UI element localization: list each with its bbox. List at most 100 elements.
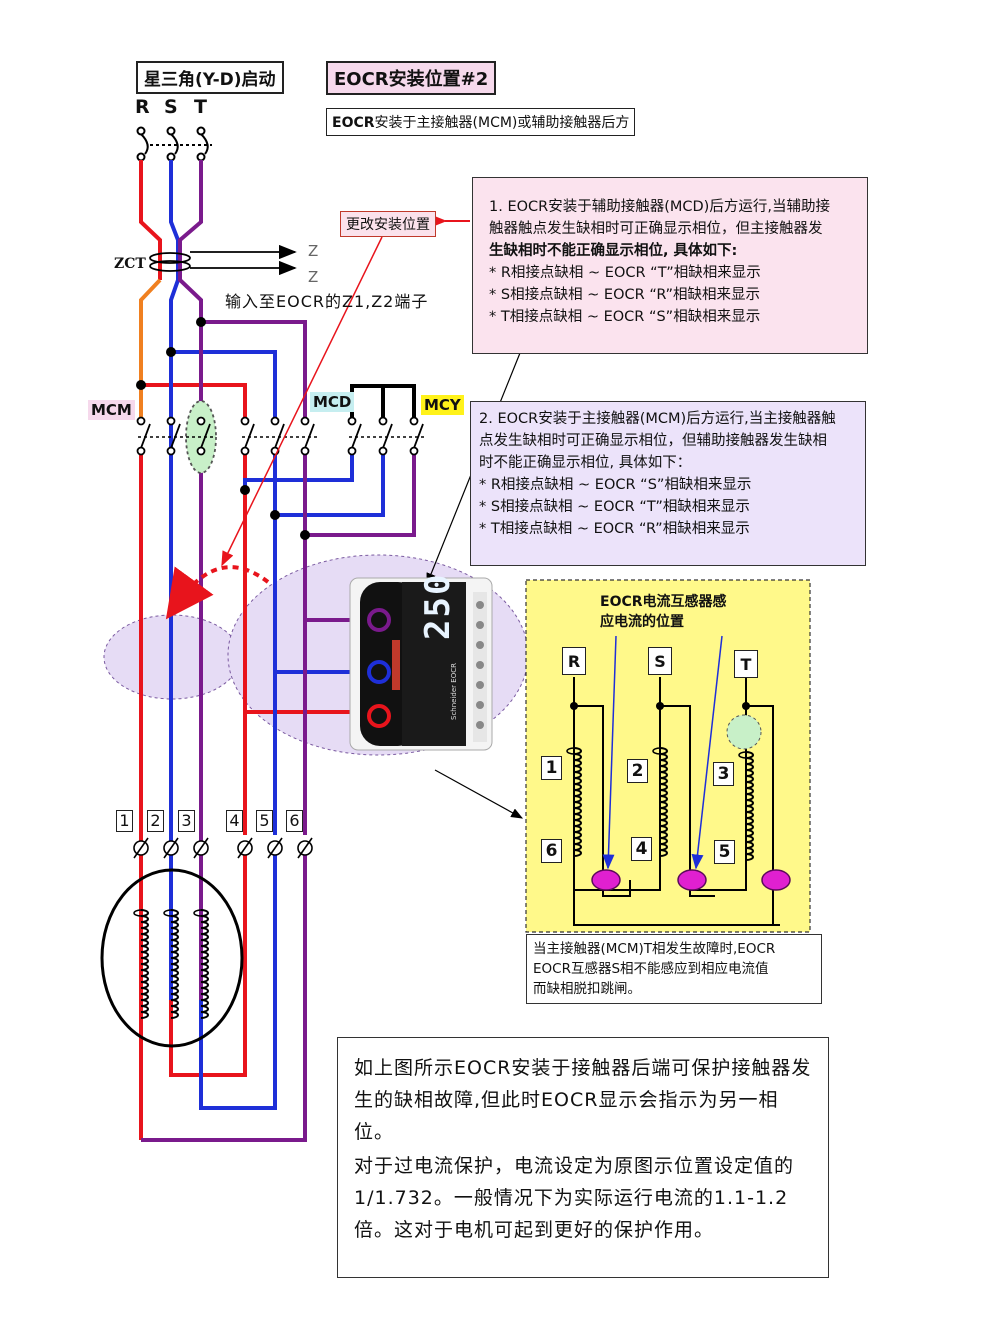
z1-label: Z: [308, 242, 319, 260]
contact-terminal: [300, 416, 310, 426]
title-eocr-position: EOCR安装位置#2: [326, 61, 497, 95]
contactors: [136, 400, 426, 474]
zct-label: ZCT: [114, 256, 146, 272]
ct-coil: [738, 751, 754, 759]
contact-terminal: [196, 446, 206, 456]
note1-line: * R相接点缺相 ~ EOCR “T”相缺相来显示: [489, 265, 761, 281]
contact-terminal: [409, 416, 419, 426]
contact-blade: [351, 423, 362, 449]
fault-line: 而缺相脱扣跳闸。: [533, 981, 641, 997]
contact-terminal: [166, 446, 176, 456]
info-box: 如上图所示EOCR安装于接触器后端可保护接触器发生的缺相故障,但此时EOCR显示…: [337, 1037, 829, 1278]
relocate-dotted-arrow: [165, 565, 270, 620]
note2-line: * S相接点缺相 ~ EOCR “T”相缺相来显示: [479, 499, 750, 515]
subtitle-rest: 安装于主接触器(MCM)或辅助接触器后方: [374, 115, 630, 131]
note2-line: * T相接点缺相 ~ EOCR “R”相缺相来显示: [479, 521, 750, 537]
terminal-number: 6: [286, 810, 303, 832]
note1-line: 1. EOCR安装于辅助接触器(MCD)后方运行,当辅助接: [489, 199, 830, 215]
note2-line: * R相接点缺相 ~ EOCR “S”相缺相来显示: [479, 477, 752, 493]
contact-blade: [304, 423, 315, 449]
contact-blade: [382, 423, 393, 449]
motor-outline: [100, 868, 244, 1048]
note1-line: 生缺相时不能正确显示相位, 具体如下:: [489, 243, 738, 259]
info-para2: 对于过电流保护，电流设定为原图示位置设定值的1/1.732。一般情况下为实际运行…: [354, 1155, 795, 1241]
zct-input-note: 输入至EOCR的Z1,Z2端子: [225, 292, 429, 311]
coil-number: 2: [627, 759, 648, 783]
note1-line: * S相接点缺相 ~ EOCR “R”相缺相来显示: [489, 287, 761, 303]
main-switch: [136, 126, 212, 162]
contact-blade: [413, 423, 424, 449]
terminal-number: 2: [147, 810, 164, 832]
phase-label-t: T: [194, 96, 207, 118]
contact-blade: [244, 423, 255, 449]
contact-blade: [170, 423, 181, 449]
title-ystart: 星三角(Y-D)启动: [136, 61, 284, 94]
ct-coil: [566, 747, 582, 755]
coil-number: 6: [541, 839, 562, 863]
terminal-block: [133, 837, 313, 859]
terminal-number: 1: [116, 810, 133, 832]
contact-terminal: [166, 416, 176, 426]
note2-line: 时不能正确显示相位, 具体如下：: [479, 455, 692, 471]
contact-terminal: [378, 446, 388, 456]
contact-terminal: [196, 416, 206, 426]
contact-blade: [140, 423, 151, 449]
contact-terminal: [300, 446, 310, 456]
fault-note: 当主接触器(MCM)T相发生故障时,EOCR EOCR互感器S相不能感应到相应电…: [526, 934, 822, 1004]
note1-line: 触器触点发生缺相时可正确显示相位，但主接触器发: [489, 221, 823, 237]
eocr-brand: Schneider EOCR: [450, 663, 458, 720]
note2-line: 2. EOCR安装于主接触器(MCM)后方运行,当主接触器触: [479, 411, 836, 427]
note1-line: * T相接点缺相 ~ EOCR “S”相缺相来显示: [489, 309, 761, 325]
contact-blade: [200, 423, 211, 449]
ct-sensors: [591, 869, 791, 891]
subtitle: EOCR安装于主接触器(MCM)或辅助接触器后方: [326, 108, 636, 136]
ct-phase-s: S: [648, 647, 672, 675]
ct-title-line: EOCR电流互感器感: [600, 594, 727, 610]
contact-terminal: [409, 446, 419, 456]
phase-r-wiring: [139, 160, 380, 1140]
phase-label-r: R: [135, 96, 150, 118]
terminal-number: 3: [178, 810, 195, 832]
ct-coil: [652, 747, 668, 755]
contact-terminal: [270, 416, 280, 426]
coil-number: 1: [541, 756, 562, 780]
phase-label-s: S: [164, 96, 178, 118]
contact-terminal: [240, 416, 250, 426]
subtitle-bold: EOCR: [332, 115, 375, 131]
ct-phase-t: T: [734, 650, 758, 678]
note-mcm-position: 2. EOCR安装于主接触器(MCM)后方运行,当主接触器触 点发生缺相时可正确…: [470, 401, 866, 566]
contact-terminal: [347, 416, 357, 426]
note-mcd-position: 1. EOCR安装于辅助接触器(MCD)后方运行,当辅助接 触器触点发生缺相时可…: [472, 177, 868, 354]
coil-number: 5: [714, 840, 735, 864]
coil-number: 3: [713, 762, 734, 786]
contact-blade: [274, 423, 285, 449]
mcy-label: MCY: [421, 395, 464, 415]
motor-coil: [193, 909, 209, 917]
motor-coil: [133, 909, 149, 917]
eocr-device: [349, 577, 493, 751]
mcd-label: MCD: [310, 392, 355, 412]
phase-t-wiring: [141, 160, 416, 1142]
fault-line: 当主接触器(MCM)T相发生故障时,EOCR: [533, 941, 776, 957]
contact-terminal: [378, 416, 388, 426]
terminal-number: 5: [256, 810, 273, 832]
contact-terminal: [136, 416, 146, 426]
ct-fault-highlight: [726, 714, 762, 750]
terminal-number: 4: [226, 810, 243, 832]
junction-dots: [136, 317, 310, 540]
contact-terminal: [136, 446, 146, 456]
zct-sensor: [149, 244, 297, 276]
note2-line: 点发生缺相时可正确显示相位，但辅助接触器发生缺相: [479, 433, 827, 449]
change-position-label: 更改安装位置: [340, 211, 436, 237]
info-para1: 如上图所示EOCR安装于接触器后端可保护接触器发生的缺相故障,但此时EOCR显示…: [354, 1057, 812, 1143]
contact-terminal: [347, 446, 357, 456]
ct-phase-r: R: [562, 647, 586, 675]
motor-coil: [163, 909, 179, 917]
coil-number: 4: [631, 837, 652, 861]
ct-title-line: 应电流的位置: [600, 614, 684, 630]
fault-line: EOCR互感器S相不能感应到相应电流值: [533, 961, 769, 977]
contact-terminal: [240, 446, 250, 456]
eocr-display: 250: [418, 572, 458, 640]
z2-label: Z: [308, 268, 319, 286]
